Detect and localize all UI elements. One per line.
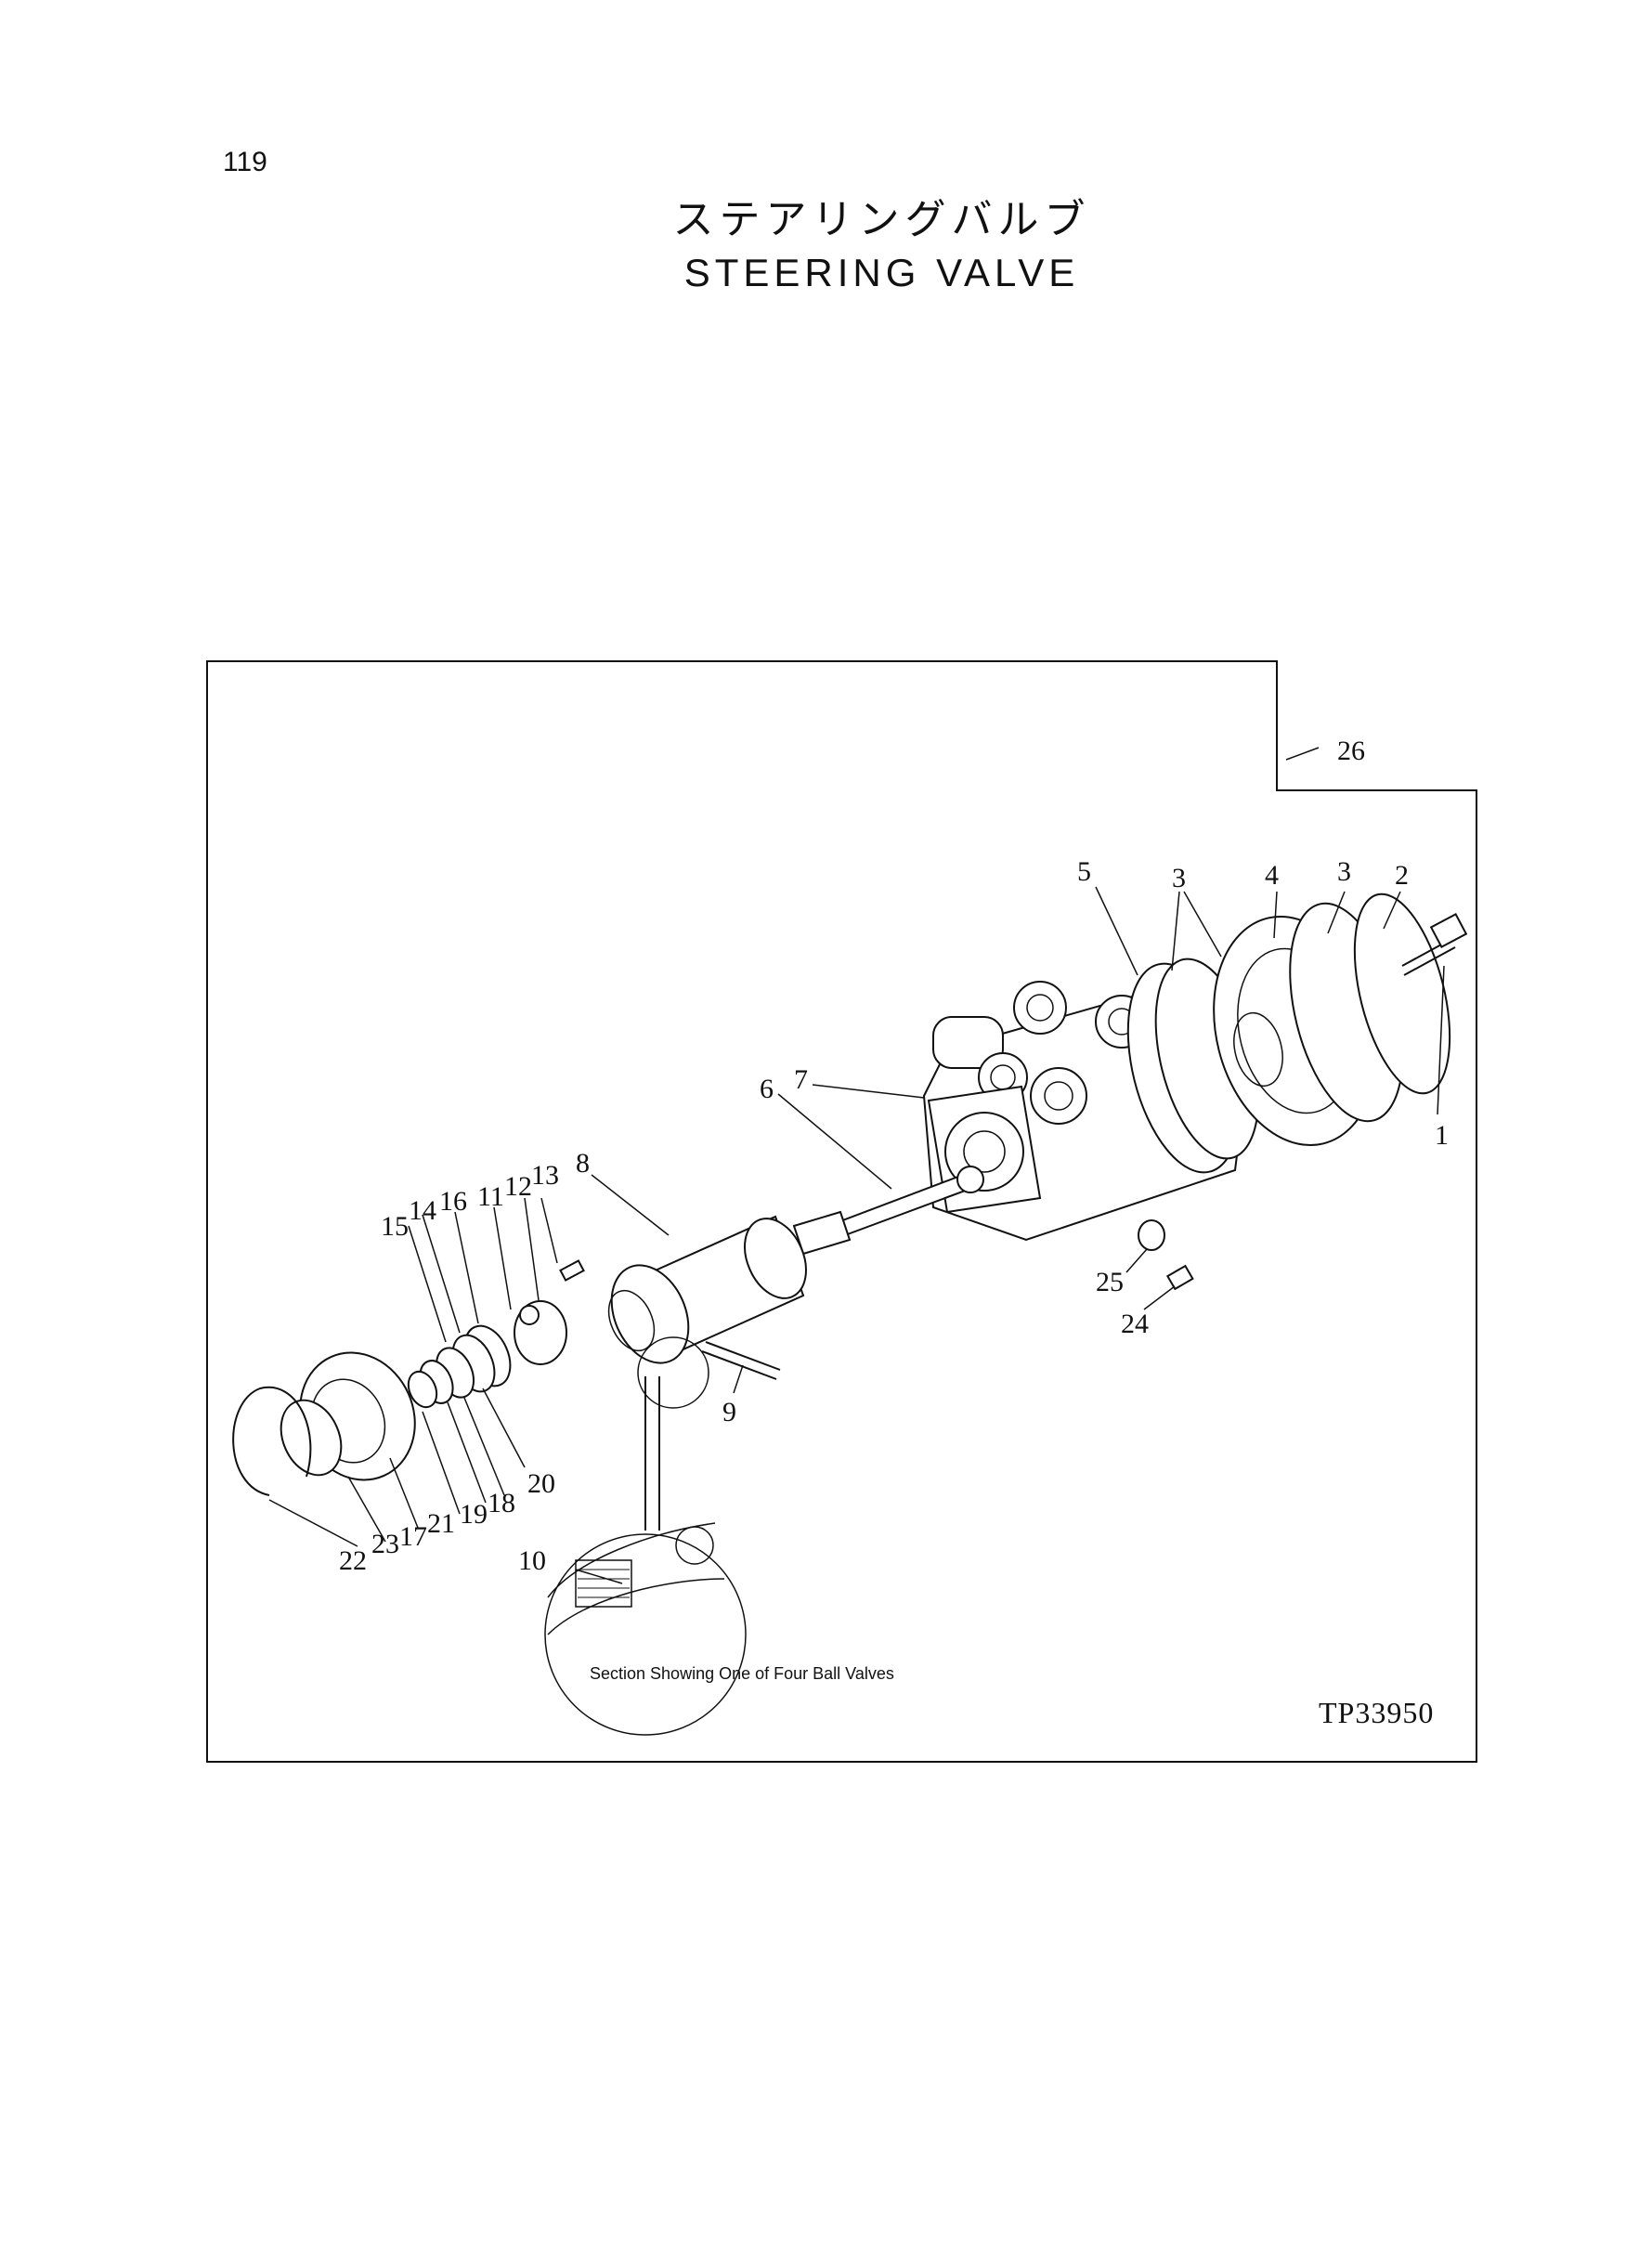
callout-14: 14 xyxy=(409,1195,436,1226)
key-13 xyxy=(559,1259,585,1282)
title-english: STEERING VALVE xyxy=(683,251,1080,294)
callout-9: 9 xyxy=(722,1397,736,1427)
page-title: ステアリングバルブ STEERING VALVE xyxy=(0,186,1652,295)
plug-24 xyxy=(1165,1264,1194,1291)
callout-17: 17 xyxy=(399,1521,427,1552)
drive-shaft xyxy=(792,1166,984,1256)
callout-19: 19 xyxy=(460,1499,488,1530)
spool-sleeve xyxy=(607,1215,807,1364)
callout-1: 1 xyxy=(1435,1120,1449,1151)
bearing-stack xyxy=(407,1324,512,1409)
callouts: 26 1 2 3 4 3 5 7 6 8 9 25 24 12 13 11 16… xyxy=(339,736,1449,1576)
callout-20: 20 xyxy=(527,1468,555,1499)
callout-22: 22 xyxy=(339,1545,367,1576)
end-bolt xyxy=(1401,913,1468,976)
callout-13: 13 xyxy=(531,1160,559,1191)
page-number: 119 xyxy=(223,147,267,177)
drawing-code: TP33950 xyxy=(1319,1696,1434,1729)
end-cap xyxy=(280,1351,416,1481)
callout-6: 6 xyxy=(760,1074,774,1104)
callout-18: 18 xyxy=(488,1488,515,1518)
gerotor-assembly xyxy=(1126,892,1451,1174)
o-ring-25 xyxy=(1138,1219,1165,1251)
callout-21: 21 xyxy=(427,1508,455,1539)
callout-2: 2 xyxy=(1395,860,1409,891)
callout-5: 5 xyxy=(1077,856,1091,887)
callout-10: 10 xyxy=(518,1545,546,1576)
callout-7: 7 xyxy=(794,1064,808,1095)
section-caption: Section Showing One of Four Ball Valves xyxy=(590,1664,894,1683)
callout-12: 12 xyxy=(504,1171,532,1202)
callout-26: 26 xyxy=(1337,736,1365,766)
callout-3a: 3 xyxy=(1172,863,1186,893)
section-detail xyxy=(544,1336,747,1736)
snap-ring-22 xyxy=(232,1386,312,1496)
callout-25: 25 xyxy=(1096,1267,1124,1297)
diagram-frame xyxy=(206,660,1477,1763)
callout-11: 11 xyxy=(477,1181,504,1212)
title-japanese: ステアリングバルブ xyxy=(672,196,1091,243)
callout-24: 24 xyxy=(1121,1309,1149,1339)
callout-15: 15 xyxy=(381,1211,409,1242)
callout-3b: 3 xyxy=(1337,856,1351,887)
pin-9 xyxy=(701,1341,781,1380)
leader-lines xyxy=(268,747,1445,1584)
ball-12 xyxy=(519,1305,540,1325)
callout-4: 4 xyxy=(1265,860,1279,891)
callout-23: 23 xyxy=(371,1529,399,1559)
callout-8: 8 xyxy=(576,1148,590,1179)
callout-16: 16 xyxy=(439,1186,467,1217)
